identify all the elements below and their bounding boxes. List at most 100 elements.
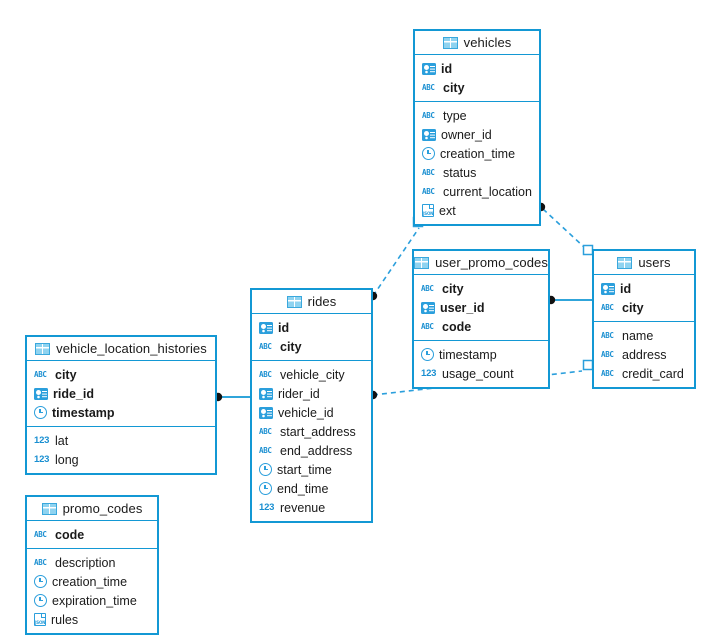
edge-upc-to-users[interactable] — [546, 295, 592, 305]
edge-vehicles-to-users[interactable] — [536, 202, 594, 256]
column-row-timestamp[interactable]: timestamp — [27, 403, 215, 422]
table-header-users[interactable]: users — [594, 251, 694, 275]
column-row-user_id[interactable]: user_id — [414, 298, 548, 317]
column-row-status[interactable]: ABC status — [415, 163, 539, 182]
column-row-city[interactable]: ABC city — [27, 365, 215, 384]
table-header-user_promo_codes[interactable]: user_promo_codes — [414, 251, 548, 275]
column-row-start_time[interactable]: start_time — [252, 460, 371, 479]
column-label: owner_id — [441, 127, 492, 142]
abc-string-icon: ABC — [422, 167, 435, 177]
column-label: user_id — [440, 300, 485, 315]
column-label: id — [278, 320, 290, 335]
table-grid-icon — [286, 295, 302, 308]
table-header-rides[interactable]: rides — [252, 290, 371, 314]
clock-timestamp-icon — [34, 575, 47, 588]
column-row-creation_time[interactable]: creation_time — [27, 572, 157, 591]
column-label: description — [55, 555, 116, 570]
clock-timestamp-icon — [34, 406, 47, 419]
table-grid-icon — [442, 36, 458, 49]
column-label: current_location — [443, 184, 532, 199]
json-document-icon — [34, 613, 46, 626]
column-row-ext[interactable]: ext — [415, 201, 539, 220]
uuid-key-icon — [259, 387, 273, 400]
table-header-vehicles[interactable]: vehicles — [415, 31, 539, 55]
column-label: id — [441, 61, 453, 76]
column-row-city[interactable]: ABC city — [415, 78, 539, 97]
column-row-address[interactable]: ABC address — [594, 345, 694, 364]
column-row-owner_id[interactable]: owner_id — [415, 125, 539, 144]
primary-key-group: ABC city ride_id timestamp — [27, 361, 215, 426]
column-row-timestamp[interactable]: timestamp — [414, 345, 548, 364]
clock-timestamp-icon — [422, 147, 435, 160]
column-row-expiration_time[interactable]: expiration_time — [27, 591, 157, 610]
column-row-city[interactable]: ABC city — [414, 279, 548, 298]
column-label: rider_id — [278, 386, 320, 401]
column-label: address — [622, 347, 667, 362]
123-number-icon: 123 — [34, 453, 50, 465]
uuid-key-icon — [34, 387, 48, 400]
column-label: status — [443, 165, 477, 180]
column-row-end_time[interactable]: end_time — [252, 479, 371, 498]
column-row-vehicle_id[interactable]: vehicle_id — [252, 403, 371, 422]
column-label: city — [55, 367, 77, 382]
column-row-id[interactable]: id — [252, 318, 371, 337]
table-header-promo_codes[interactable]: promo_codes — [27, 497, 157, 521]
edge-vlh-to-rides[interactable] — [213, 392, 250, 402]
column-label: creation_time — [52, 574, 128, 589]
json-document-icon — [422, 204, 434, 217]
column-row-rules[interactable]: rules — [27, 610, 157, 629]
column-label: timestamp — [52, 405, 115, 420]
table-grid-icon — [414, 256, 430, 269]
column-row-id[interactable]: id — [415, 59, 539, 78]
column-label: rules — [51, 612, 79, 627]
abc-string-icon: ABC — [421, 283, 434, 293]
abc-string-icon: ABC — [422, 82, 435, 92]
column-row-rider_id[interactable]: rider_id — [252, 384, 371, 403]
column-label: city — [442, 281, 464, 296]
column-label: code — [442, 319, 472, 334]
clock-timestamp-icon — [421, 348, 434, 361]
column-label: ext — [439, 203, 456, 218]
table-header-vehicle_location_histories[interactable]: vehicle_location_histories — [27, 337, 215, 361]
column-row-ride_id[interactable]: ride_id — [27, 384, 215, 403]
abc-string-icon: ABC — [34, 369, 47, 379]
column-label: vehicle_city — [280, 367, 345, 382]
column-row-id[interactable]: id — [594, 279, 694, 298]
abc-string-icon: ABC — [601, 368, 614, 378]
column-label: city — [443, 80, 465, 95]
table-grid-icon — [35, 342, 51, 355]
abc-string-icon: ABC — [259, 426, 272, 436]
column-row-creation_time[interactable]: creation_time — [415, 144, 539, 163]
123-number-icon: 123 — [421, 367, 437, 379]
abc-string-icon: ABC — [601, 349, 614, 359]
